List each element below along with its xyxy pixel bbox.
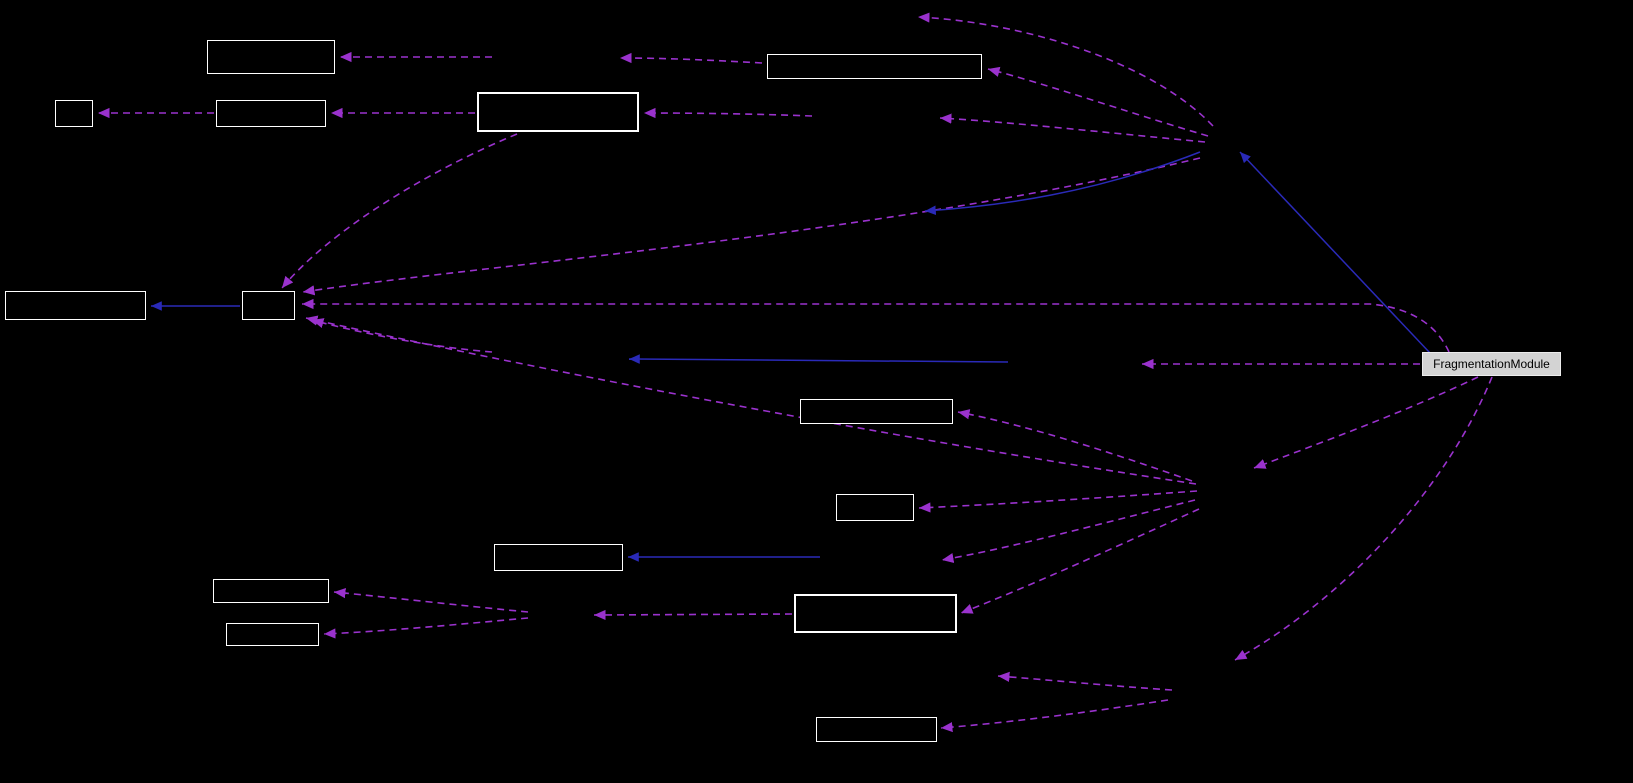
dashed-edge — [281, 133, 518, 289]
dashed-edge — [643, 107, 813, 119]
dashed-edge — [939, 113, 1206, 143]
dashed-edge — [302, 157, 1201, 296]
graph-node-7[interactable] — [242, 291, 295, 320]
dashed-edge — [987, 66, 1209, 137]
dashed-edge — [918, 490, 1198, 513]
dashed-edge — [619, 52, 763, 64]
dashed-edge — [1253, 376, 1479, 469]
solid-edge — [924, 151, 1201, 216]
graph-node-9[interactable] — [836, 494, 914, 521]
solid-edge — [628, 354, 1009, 364]
dashed-edge — [333, 588, 529, 613]
graph-node-10[interactable] — [494, 544, 623, 571]
dashed-edge — [960, 508, 1200, 614]
dashed-edge — [917, 12, 1214, 127]
dashed-edge — [593, 609, 793, 621]
graph-node-3[interactable] — [216, 100, 326, 127]
dashed-edge — [941, 499, 1196, 564]
dashed-edge — [311, 318, 493, 353]
dashed-edge — [997, 671, 1173, 691]
graph-node-14[interactable] — [816, 717, 937, 742]
graph-node-1[interactable] — [207, 40, 335, 74]
node-label: FragmentationModule — [1433, 357, 1550, 371]
graph-node-4[interactable] — [477, 92, 639, 132]
graph-node-11[interactable] — [213, 579, 329, 603]
graph-node-5[interactable] — [767, 54, 982, 79]
dashed-edge — [940, 699, 1169, 733]
graph-node-fragmentation-module[interactable]: FragmentationModule — [1422, 352, 1561, 376]
graph-node-12[interactable] — [226, 623, 319, 646]
graph-node-6[interactable] — [5, 291, 146, 320]
graph-node-13[interactable] — [794, 594, 957, 633]
graph-node-2[interactable] — [55, 100, 93, 127]
dashed-edge — [323, 617, 529, 639]
dashed-edge — [305, 315, 1197, 485]
dashed-edge — [302, 298, 1450, 353]
dashed-edge — [1234, 376, 1493, 661]
dashed-edge — [957, 409, 1193, 482]
graph-node-8[interactable] — [800, 399, 953, 424]
solid-edge — [1239, 151, 1431, 354]
